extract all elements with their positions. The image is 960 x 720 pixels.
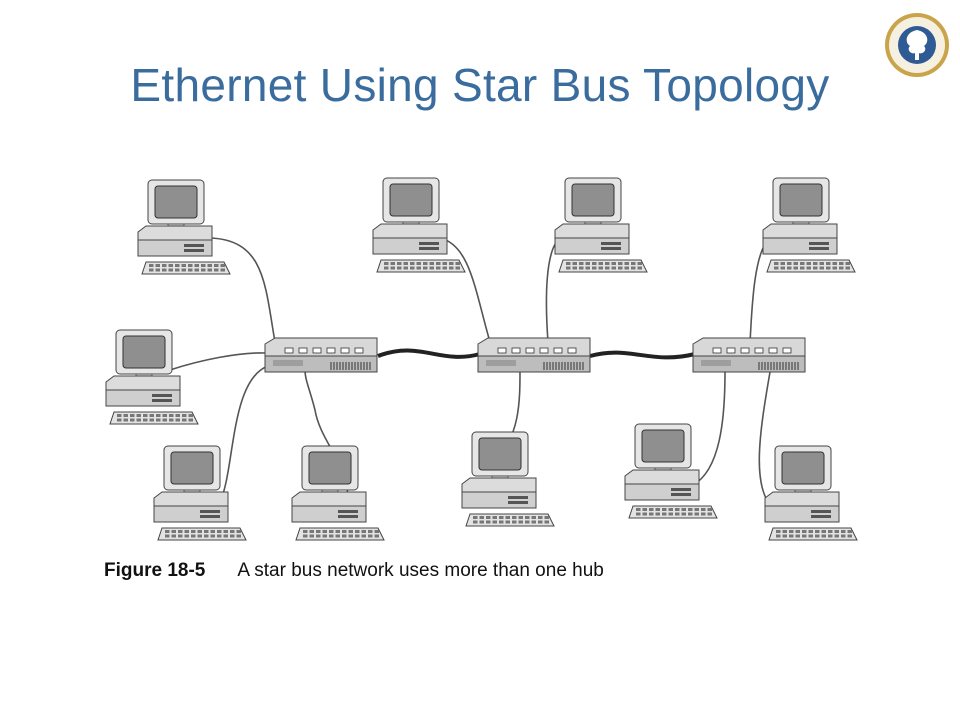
figure-number: Figure 18-5 (104, 560, 206, 581)
desktop-computer-icon (153, 445, 247, 541)
university-seal-icon (885, 13, 949, 77)
figure-caption-text: A star bus network uses more than one hu… (237, 560, 604, 581)
slide-title: Ethernet Using Star Bus Topology (130, 59, 830, 111)
cable (439, 237, 491, 343)
desktop-computer-icon (105, 329, 199, 425)
desktop-computer-icon (461, 431, 555, 527)
cable (209, 237, 276, 343)
desktop-computer-icon (137, 179, 231, 275)
figure-caption: Figure 18-5 A star bus network uses more … (104, 560, 604, 582)
cable (758, 371, 776, 511)
network-hub-icon (264, 337, 378, 373)
desktop-computer-icon (554, 177, 648, 273)
backbone-cable (589, 350, 696, 360)
backbone-cable (377, 348, 481, 359)
network-hub-icon (477, 337, 591, 373)
desktop-computer-icon (291, 445, 385, 541)
desktop-computer-icon (764, 445, 858, 541)
cable (169, 352, 266, 371)
cable (219, 365, 269, 503)
desktop-computer-icon (762, 177, 856, 273)
desktop-computer-icon (372, 177, 466, 273)
cable (692, 371, 726, 486)
desktop-computer-icon (624, 423, 718, 519)
network-hub-icon (692, 337, 806, 373)
